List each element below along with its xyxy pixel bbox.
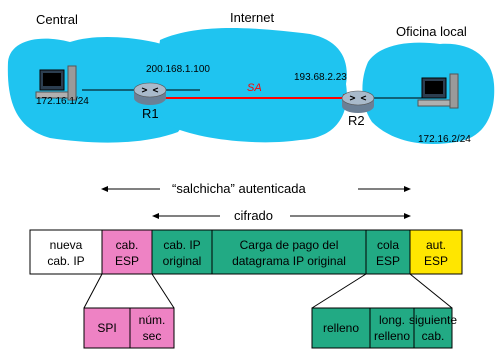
- packet-esp-hdr-l2: ESP: [115, 254, 139, 268]
- label-cifrado: cifrado: [234, 208, 273, 223]
- label-host-left-ip: 172.16.1/24: [36, 96, 89, 107]
- esp-header-fields: SPI núm. sec: [83, 307, 175, 349]
- label-central: Central: [36, 12, 78, 27]
- field-next-hdr-l1: siguiente: [409, 313, 457, 327]
- field-padding: relleno: [323, 321, 359, 335]
- label-r1: R1: [142, 106, 159, 121]
- label-host-right-ip: 172.16.2/24: [418, 134, 471, 145]
- label-salchicha: “salchicha” autenticada: [172, 181, 306, 196]
- packet-payload-l2: datagrama IP original: [232, 254, 346, 268]
- authenticated-range: “salchicha” autenticada: [101, 181, 411, 196]
- encrypted-range: cifrado: [152, 208, 411, 223]
- packet-esp-auth-l2: ESP: [424, 254, 448, 268]
- field-seq-l2: sec: [143, 329, 162, 343]
- field-next-hdr-l2: cab.: [422, 329, 445, 343]
- packet-esp-trailer-l1: cola: [377, 238, 399, 252]
- packet-new-ip-l2: cab. IP: [47, 254, 84, 268]
- label-internet: Internet: [230, 10, 274, 25]
- computer-icon: [35, 65, 77, 101]
- label-r2: R2: [348, 113, 365, 128]
- packet-orig-ip-l2: original: [163, 254, 202, 268]
- label-oficina: Oficina local: [396, 24, 467, 39]
- cloud-internet: [155, 28, 347, 143]
- computer-icon: [417, 73, 459, 109]
- router-icon: [341, 90, 375, 113]
- router-icon: [133, 82, 167, 105]
- field-spi: SPI: [97, 321, 116, 335]
- label-r1-ip: 200.168.1.100: [146, 64, 210, 75]
- packet-orig-ip-l1: cab. IP: [163, 238, 200, 252]
- field-pad-len-l2: relleno: [374, 329, 410, 343]
- label-r2-ip: 193.68.2.23: [294, 72, 347, 83]
- field-seq-l1: núm.: [139, 313, 166, 327]
- packet-esp-trailer-l2: ESP: [376, 254, 400, 268]
- packet-new-ip-l1: nueva: [50, 238, 83, 252]
- packet-payload-l1: Carga de pago del: [240, 238, 339, 252]
- packet-row: nueva cab. IP cab. ESP cab. IP original …: [29, 229, 463, 275]
- packet-esp-auth-l1: aut.: [426, 238, 446, 252]
- label-sa: SA: [247, 82, 262, 94]
- packet-esp-hdr-l1: cab.: [116, 238, 139, 252]
- field-pad-len-l1: long.: [379, 313, 405, 327]
- esp-trailer-fields: relleno long. relleno siguiente cab.: [311, 307, 457, 349]
